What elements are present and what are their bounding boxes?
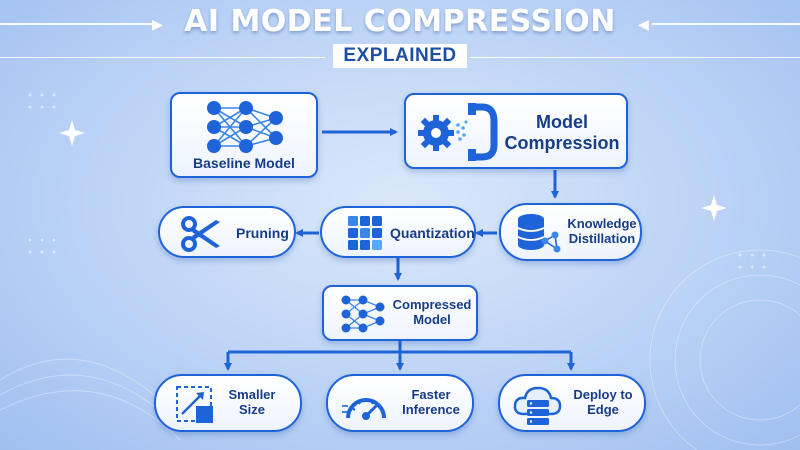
node-faster-label-2: Inference xyxy=(402,401,460,417)
node-pruning-label: Pruning xyxy=(236,225,289,241)
node-quantization-label: Quantization xyxy=(390,225,475,241)
grid-blocks-icon xyxy=(348,216,382,250)
node-compressed-label-1: Compressed xyxy=(392,297,472,312)
subtitle-rule-left xyxy=(0,57,325,58)
node-compressed-label-2: Model xyxy=(413,311,451,327)
subtitle-rule-right xyxy=(470,57,800,58)
page-subtitle: EXPLAINED xyxy=(333,44,467,68)
node-quantization: Quantization xyxy=(320,206,476,258)
arrow-right-icon: ▶ xyxy=(152,16,163,32)
branch-connector xyxy=(228,340,571,354)
node-edge-label-2: Edge xyxy=(587,401,619,417)
sparkle-icon xyxy=(59,120,727,221)
scissors-icon xyxy=(181,216,220,252)
node-faster-inference: Faster Inference xyxy=(326,374,474,432)
neural-network-icon xyxy=(207,101,283,153)
node-distillation-label-1: Knowledge xyxy=(567,216,637,231)
node-distillation-label-2: Distillation xyxy=(568,230,636,246)
node-compression-label-1: Model xyxy=(536,112,588,132)
node-compressed-model: Compressed Model xyxy=(322,285,478,341)
node-edge-label-1: Deploy to xyxy=(573,387,633,402)
node-compression-label-2: Compression xyxy=(504,132,620,153)
gear-pipe-icon xyxy=(418,103,498,161)
node-faster-label-1: Faster xyxy=(411,387,451,402)
node-deploy-to-edge: Deploy to Edge xyxy=(498,374,646,432)
database-network-icon xyxy=(517,214,561,253)
page-title: AI MODEL COMPRESSION xyxy=(184,4,616,39)
cloud-server-icon xyxy=(513,386,562,425)
node-baseline-model: Baseline Model xyxy=(170,92,318,178)
node-model-compression: Model Compression xyxy=(404,93,628,169)
arrow-left-icon: ◀ xyxy=(638,16,649,32)
node-smaller-size: Smaller Size xyxy=(154,374,302,432)
node-baseline-label: Baseline Model xyxy=(193,154,295,171)
speedometer-icon xyxy=(342,398,386,420)
neural-network-icon xyxy=(341,295,385,333)
title-rule-left xyxy=(0,23,155,25)
node-pruning: Pruning xyxy=(158,206,296,258)
node-smaller-label-1: Smaller xyxy=(228,387,276,402)
node-knowledge-distillation: Knowledge Distillation xyxy=(499,203,642,261)
resize-icon xyxy=(176,386,213,423)
title-rule-right xyxy=(652,23,800,25)
node-smaller-label-2: Size xyxy=(238,401,265,417)
